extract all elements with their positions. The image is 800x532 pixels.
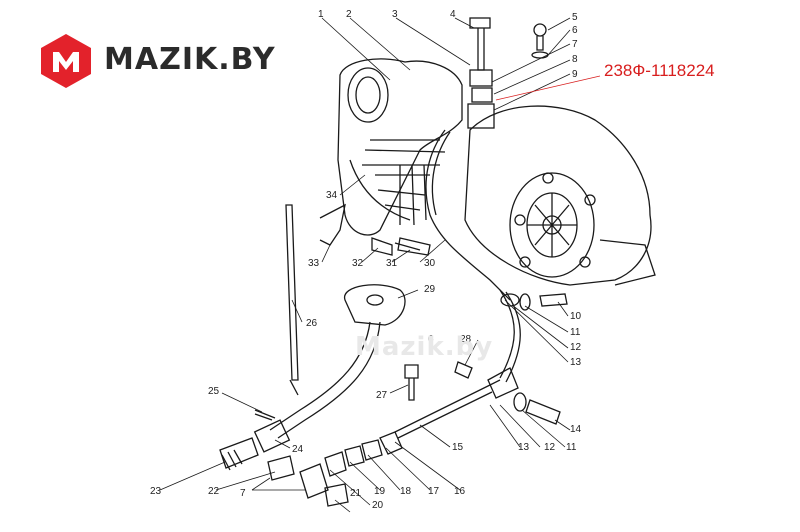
banjo-fitting-upper	[500, 293, 568, 311]
callout-6: 6	[572, 25, 578, 36]
drain-flange	[344, 284, 406, 326]
callout-10: 10	[570, 311, 582, 322]
top-oil-fitting	[467, 17, 549, 129]
callout-14: 14	[570, 424, 582, 435]
compressor-housing	[337, 58, 463, 236]
oil-pipe-upper	[425, 129, 511, 301]
callout-34: 34	[326, 190, 338, 201]
callout-24: 24	[292, 444, 304, 455]
callout-7: 7	[572, 39, 578, 50]
callout-13-lower: 13	[518, 442, 530, 453]
callout-27: 27	[376, 390, 388, 401]
callout-20: 20	[372, 500, 384, 511]
turbine-housing	[464, 105, 656, 286]
callout-32: 32	[352, 258, 364, 269]
callout-13: 13	[570, 357, 582, 368]
callout-8: 8	[572, 54, 578, 65]
callout-4: 4	[450, 9, 456, 20]
logo-mark-icon	[41, 34, 91, 88]
watermark: Mazik.by	[355, 332, 494, 362]
bolt-27	[404, 364, 419, 379]
leader-lines	[159, 17, 601, 513]
bolt-28	[454, 361, 473, 379]
union-fittings	[267, 431, 403, 507]
callout-numbers: 1 2 3 4 5 6 7 8 9 10 11 12 13 34 33 32 3…	[150, 9, 582, 511]
callout-33: 33	[308, 258, 320, 269]
callout-19: 19	[374, 486, 386, 497]
callout-30: 30	[424, 258, 436, 269]
banjo-fitting-lower	[487, 367, 561, 425]
brand-logo[interactable]: MAZIK.BY	[38, 32, 278, 90]
callout-5: 5	[572, 12, 578, 23]
support-rod	[285, 204, 299, 381]
callout-11: 11	[570, 327, 581, 338]
callout-9: 9	[572, 69, 578, 80]
callout-11-lower: 11	[566, 442, 577, 453]
cotter-pin	[254, 409, 276, 421]
bracket	[319, 203, 346, 246]
callout-12-lower: 12	[544, 442, 556, 453]
drain-fitting	[219, 437, 259, 469]
callout-3: 3	[392, 9, 398, 20]
callout-15: 15	[452, 442, 464, 453]
callout-25: 25	[208, 386, 220, 397]
callout-18: 18	[400, 486, 412, 497]
callout-21: 21	[350, 488, 362, 499]
callout-29: 29	[424, 284, 436, 295]
part-number-label: 238Ф-1118224	[604, 61, 715, 80]
callout-31: 31	[386, 258, 398, 269]
callout-22: 22	[208, 486, 220, 497]
callout-28: 28	[460, 334, 472, 345]
drain-hose	[253, 419, 291, 453]
callout-6-lower: 6	[428, 334, 434, 345]
callout-7-lower: 7	[240, 488, 246, 499]
callout-16: 16	[454, 486, 466, 497]
callout-17: 17	[428, 486, 440, 497]
callout-12: 12	[570, 342, 582, 353]
logo-text: MAZIK.BY	[104, 42, 276, 77]
drain-pipe	[269, 321, 371, 431]
callout-1: 1	[318, 9, 324, 20]
oil-pipe-lower	[394, 379, 501, 433]
bolt-31	[397, 237, 431, 256]
callout-26: 26	[306, 318, 318, 329]
callout-23: 23	[150, 486, 162, 497]
bolt-32	[371, 237, 393, 256]
callout-2: 2	[346, 9, 352, 20]
